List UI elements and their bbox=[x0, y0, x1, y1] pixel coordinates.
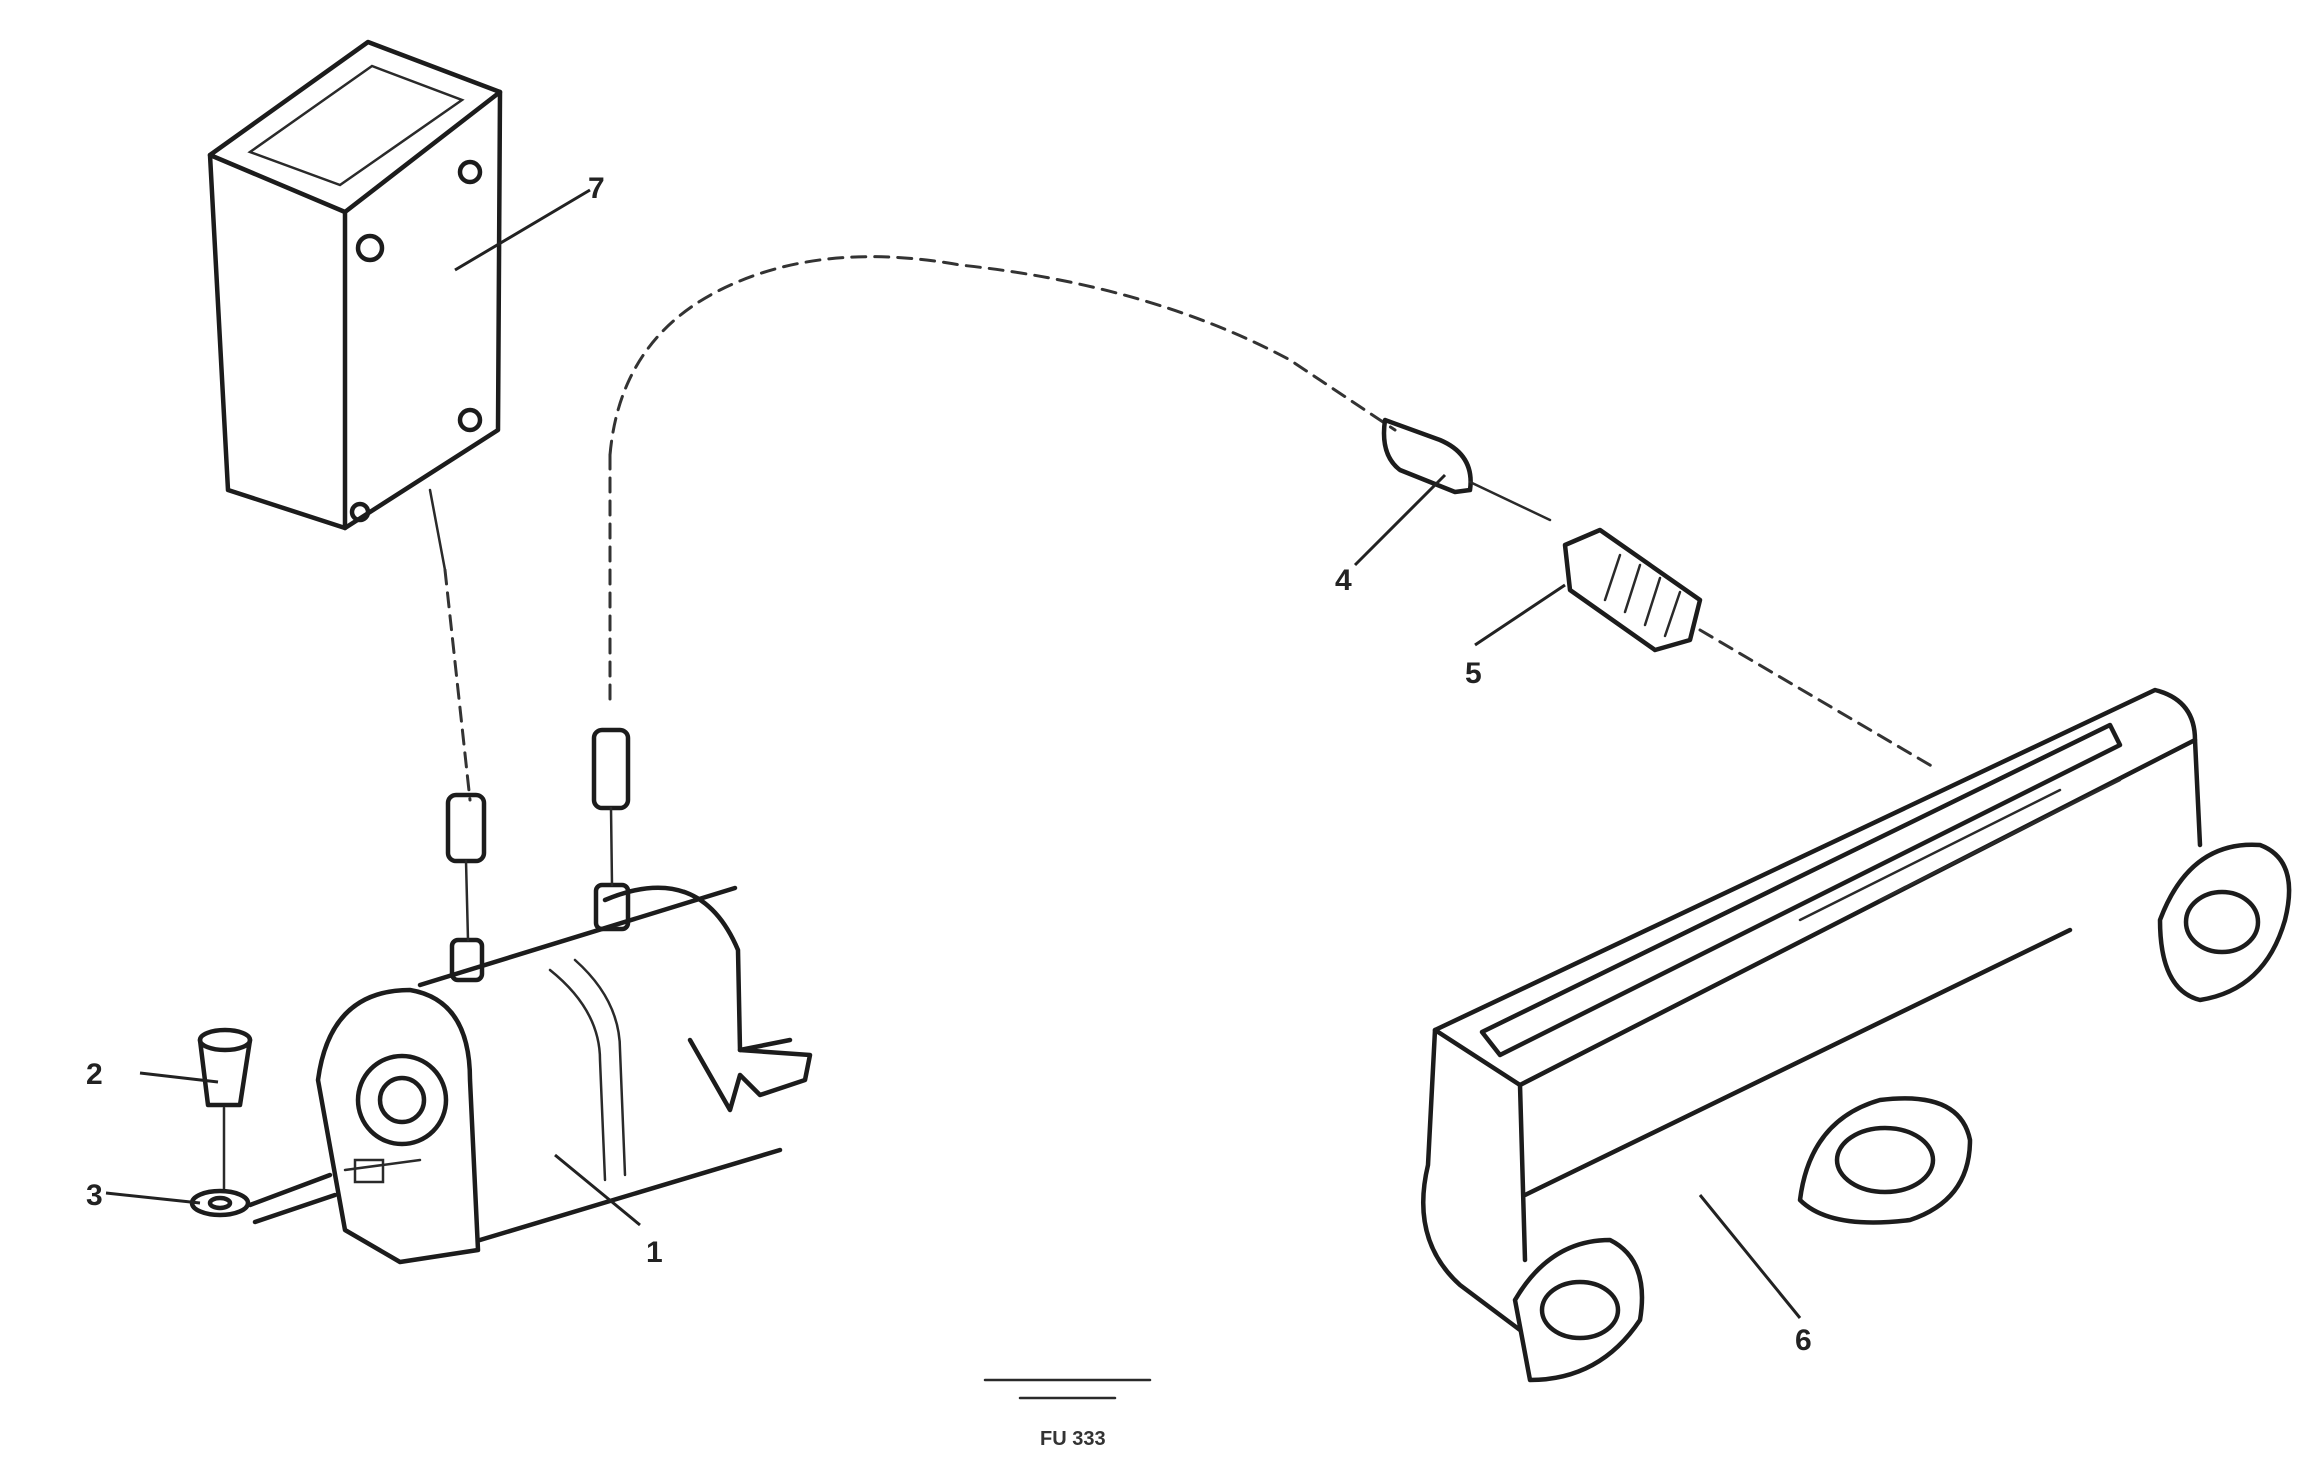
callout-numbers: 1 2 3 4 5 6 7 bbox=[86, 172, 1812, 1357]
callout-6: 6 bbox=[1795, 1324, 1812, 1357]
callout-5: 5 bbox=[1465, 657, 1482, 690]
figure-id: FU 333 bbox=[1040, 1428, 1106, 1450]
sensor-part bbox=[1562, 527, 1937, 770]
callout-3: 3 bbox=[86, 1179, 103, 1212]
callout-4: 4 bbox=[1335, 564, 1352, 597]
nut-part bbox=[189, 1188, 251, 1218]
figure-stamp: FU 333 bbox=[983, 1378, 1152, 1450]
control-box bbox=[207, 39, 503, 572]
callout-2: 2 bbox=[86, 1058, 103, 1091]
fitting-part bbox=[1381, 417, 1552, 522]
connector-left bbox=[443, 568, 487, 942]
connector-right bbox=[591, 453, 631, 887]
callout-1: 1 bbox=[646, 1236, 663, 1269]
cylinder-unit bbox=[247, 882, 813, 1265]
manifold-part bbox=[1421, 687, 2292, 1383]
leader-lines bbox=[105, 188, 1802, 1319]
bolt-part bbox=[197, 1027, 253, 1192]
callout-7: 7 bbox=[588, 172, 605, 205]
hose-line bbox=[608, 255, 1397, 457]
